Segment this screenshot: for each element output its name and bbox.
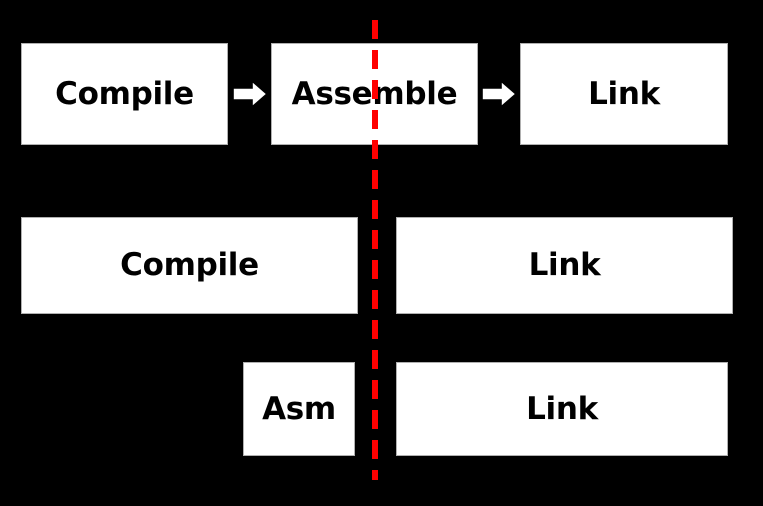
red-dashed-divider (372, 20, 378, 480)
stage-label-compile-row2: Compile (120, 247, 259, 283)
stage-box-link-row2: Link (396, 217, 733, 314)
stage-box-compile-row2: Compile (21, 217, 358, 314)
stage-label-compile-row1: Compile (55, 75, 194, 112)
block-arrow-right-icon-compile-to-assemble (232, 79, 268, 109)
block-arrow-right-icon-assemble-to-link (481, 79, 517, 109)
stage-label-link-row1: Link (588, 75, 660, 112)
stage-box-link-row3: Link (396, 362, 728, 456)
stage-label-asm: Asm (262, 390, 336, 427)
stage-box-compile-row1: Compile (21, 43, 228, 145)
stage-label-link-row3: Link (526, 390, 598, 427)
stage-box-link-row1: Link (520, 43, 728, 145)
stage-box-asm: Asm (243, 362, 355, 456)
stage-label-link-row2: Link (528, 247, 601, 283)
